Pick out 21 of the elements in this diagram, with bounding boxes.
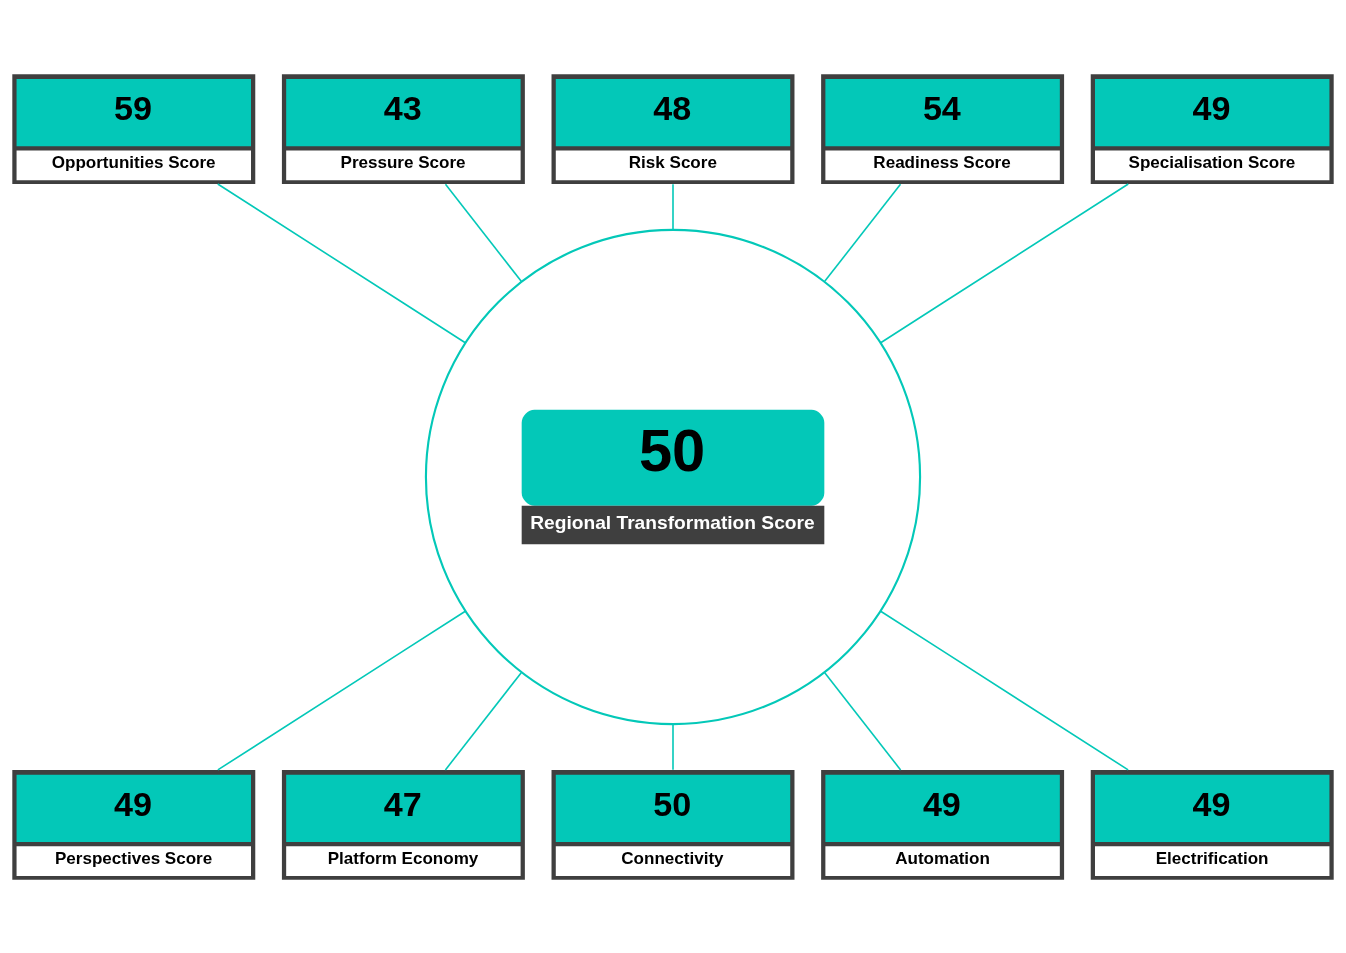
connector: [444, 182, 523, 282]
node-box: 48 Risk Score: [551, 73, 795, 184]
connector: [217, 609, 467, 771]
connector: [879, 609, 1129, 771]
node-box: 49 Specialisation Score: [1090, 73, 1334, 184]
connector: [823, 671, 902, 771]
connector: [823, 182, 902, 282]
node-box: 49 Electrification: [1090, 769, 1334, 880]
node-box: 49 Automation: [821, 769, 1065, 880]
node-box: 50 Connectivity: [551, 769, 795, 880]
node-box: 54 Readiness Score: [821, 73, 1065, 184]
node-box: 47 Platform Economy: [281, 769, 525, 880]
connector: [672, 182, 674, 230]
connector: [444, 671, 523, 771]
node-box: 43 Pressure Score: [281, 73, 525, 184]
connector: [216, 182, 467, 344]
node-circle: 50 Regional Transformation Score: [424, 228, 922, 725]
node-box: 59 Opportunities Score: [12, 73, 256, 184]
connector: [879, 182, 1130, 344]
node-box: 49 Perspectives Score: [12, 769, 256, 880]
connector: [672, 722, 674, 771]
